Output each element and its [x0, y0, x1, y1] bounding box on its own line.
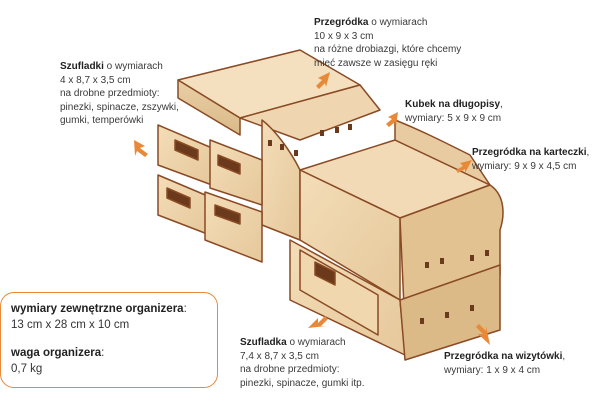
- weight-heading: waga organizera:: [11, 347, 105, 359]
- label-szufladki: Szufladki o wymiarach 4 x 8,7 x 3,5 cm n…: [60, 61, 179, 126]
- label-line: pinezki, spinacze, gumki itp.: [240, 377, 365, 389]
- label-line: 7,4 x 8,7 x 3,5 cm: [240, 350, 319, 362]
- arrow-wizytowki: [476, 324, 490, 345]
- label-line: na różne drobiazgi, które chcemy: [314, 44, 462, 55]
- arrow-przegrodka: [316, 72, 330, 89]
- label-line: wymiary: 5 x 9 x 9 cm: [405, 112, 502, 124]
- label-line: wymiary: 9 x 9 x 4,5 cm: [472, 160, 577, 172]
- label-przegrodka-top: Przegródka o wymiarach 10 x 9 x 3 cm na …: [314, 17, 462, 69]
- label-line: mieć zawsze w zasięgu ręki: [314, 57, 438, 69]
- label-line: na drobne przedmioty:: [60, 88, 160, 99]
- label-line: gumki, temperówki: [60, 115, 144, 126]
- arrow-szufladka: [308, 316, 328, 328]
- label-karteczki: Przegródka na karteczki, wymiary: 9 x 9 …: [472, 147, 590, 172]
- label-szufladka: Szufladka o wymiarach 7,4 x 8,7 x 3,5 cm…: [240, 337, 365, 389]
- label-line: na drobne przedmioty:: [240, 364, 340, 375]
- dims-value: 13 cm x 28 cm x 10 cm: [11, 319, 130, 331]
- label-wizytowki: Przegródka na wizytówki, wymiary: 1 x 9 …: [444, 351, 566, 376]
- arrow-szufladki: [134, 140, 148, 157]
- label-kubek: Kubek na długopisy, wymiary: 5 x 9 x 9 c…: [405, 99, 503, 124]
- arrow-karteczki: [456, 160, 472, 173]
- dims-heading: wymiary zewnętrzne organizera:: [11, 303, 187, 315]
- label-line: pinezki, spinacze, zszywki,: [60, 101, 179, 113]
- label-line: 10 x 9 x 3 cm: [314, 30, 374, 42]
- label-line: 4 x 8,7 x 3,5 cm: [60, 74, 131, 86]
- pointer-arrows: [134, 72, 490, 345]
- arrow-kubek: [386, 112, 398, 127]
- weight-value: 0,7 kg: [11, 363, 43, 375]
- summary-box: wymiary zewnętrzne organizera: 13 cm x 2…: [0, 292, 218, 388]
- label-line: wymiary: 1 x 9 x 4 cm: [444, 364, 541, 376]
